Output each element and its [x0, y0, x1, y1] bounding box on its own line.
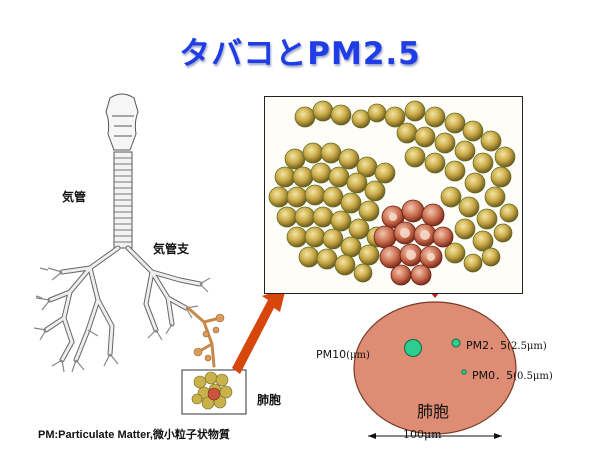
pm10-name: PM10: [316, 348, 347, 361]
zoom-box: [181, 369, 247, 415]
pm05-size: (0.5μm): [513, 371, 553, 382]
pm05-label: PM0．5(0.5μm): [472, 367, 553, 383]
pm10-particle: [404, 339, 422, 357]
alveoli-photo: [264, 96, 523, 294]
scale-label: 100μm: [403, 428, 442, 441]
pm25-particle: [451, 338, 461, 348]
pm05-particle: [461, 369, 467, 375]
alveolus-diagram: [353, 301, 517, 435]
page-title: タバコとPM2.5: [179, 36, 421, 72]
pm10-label: PM10(μm): [316, 348, 370, 361]
pm10-size: (μm): [346, 350, 370, 361]
bronchi-label: 気管支: [153, 242, 190, 256]
trachea-label: 気管: [62, 190, 87, 204]
pm25-size: (2.5μm): [507, 341, 547, 352]
pm25-name: PM2．5: [466, 339, 508, 352]
pm25-label: PM2．5(2.5μm): [466, 337, 547, 353]
zoom-arrow-icon: [232, 288, 286, 374]
larynx-icon: [105, 93, 139, 151]
alveolus-label-big: 肺胞: [417, 402, 450, 421]
pm05-name: PM0．5: [472, 369, 514, 382]
footnote: PM:Particulate Matter,微小粒子状物質: [38, 429, 230, 441]
alveolus-label-small: 肺胞: [257, 393, 282, 407]
